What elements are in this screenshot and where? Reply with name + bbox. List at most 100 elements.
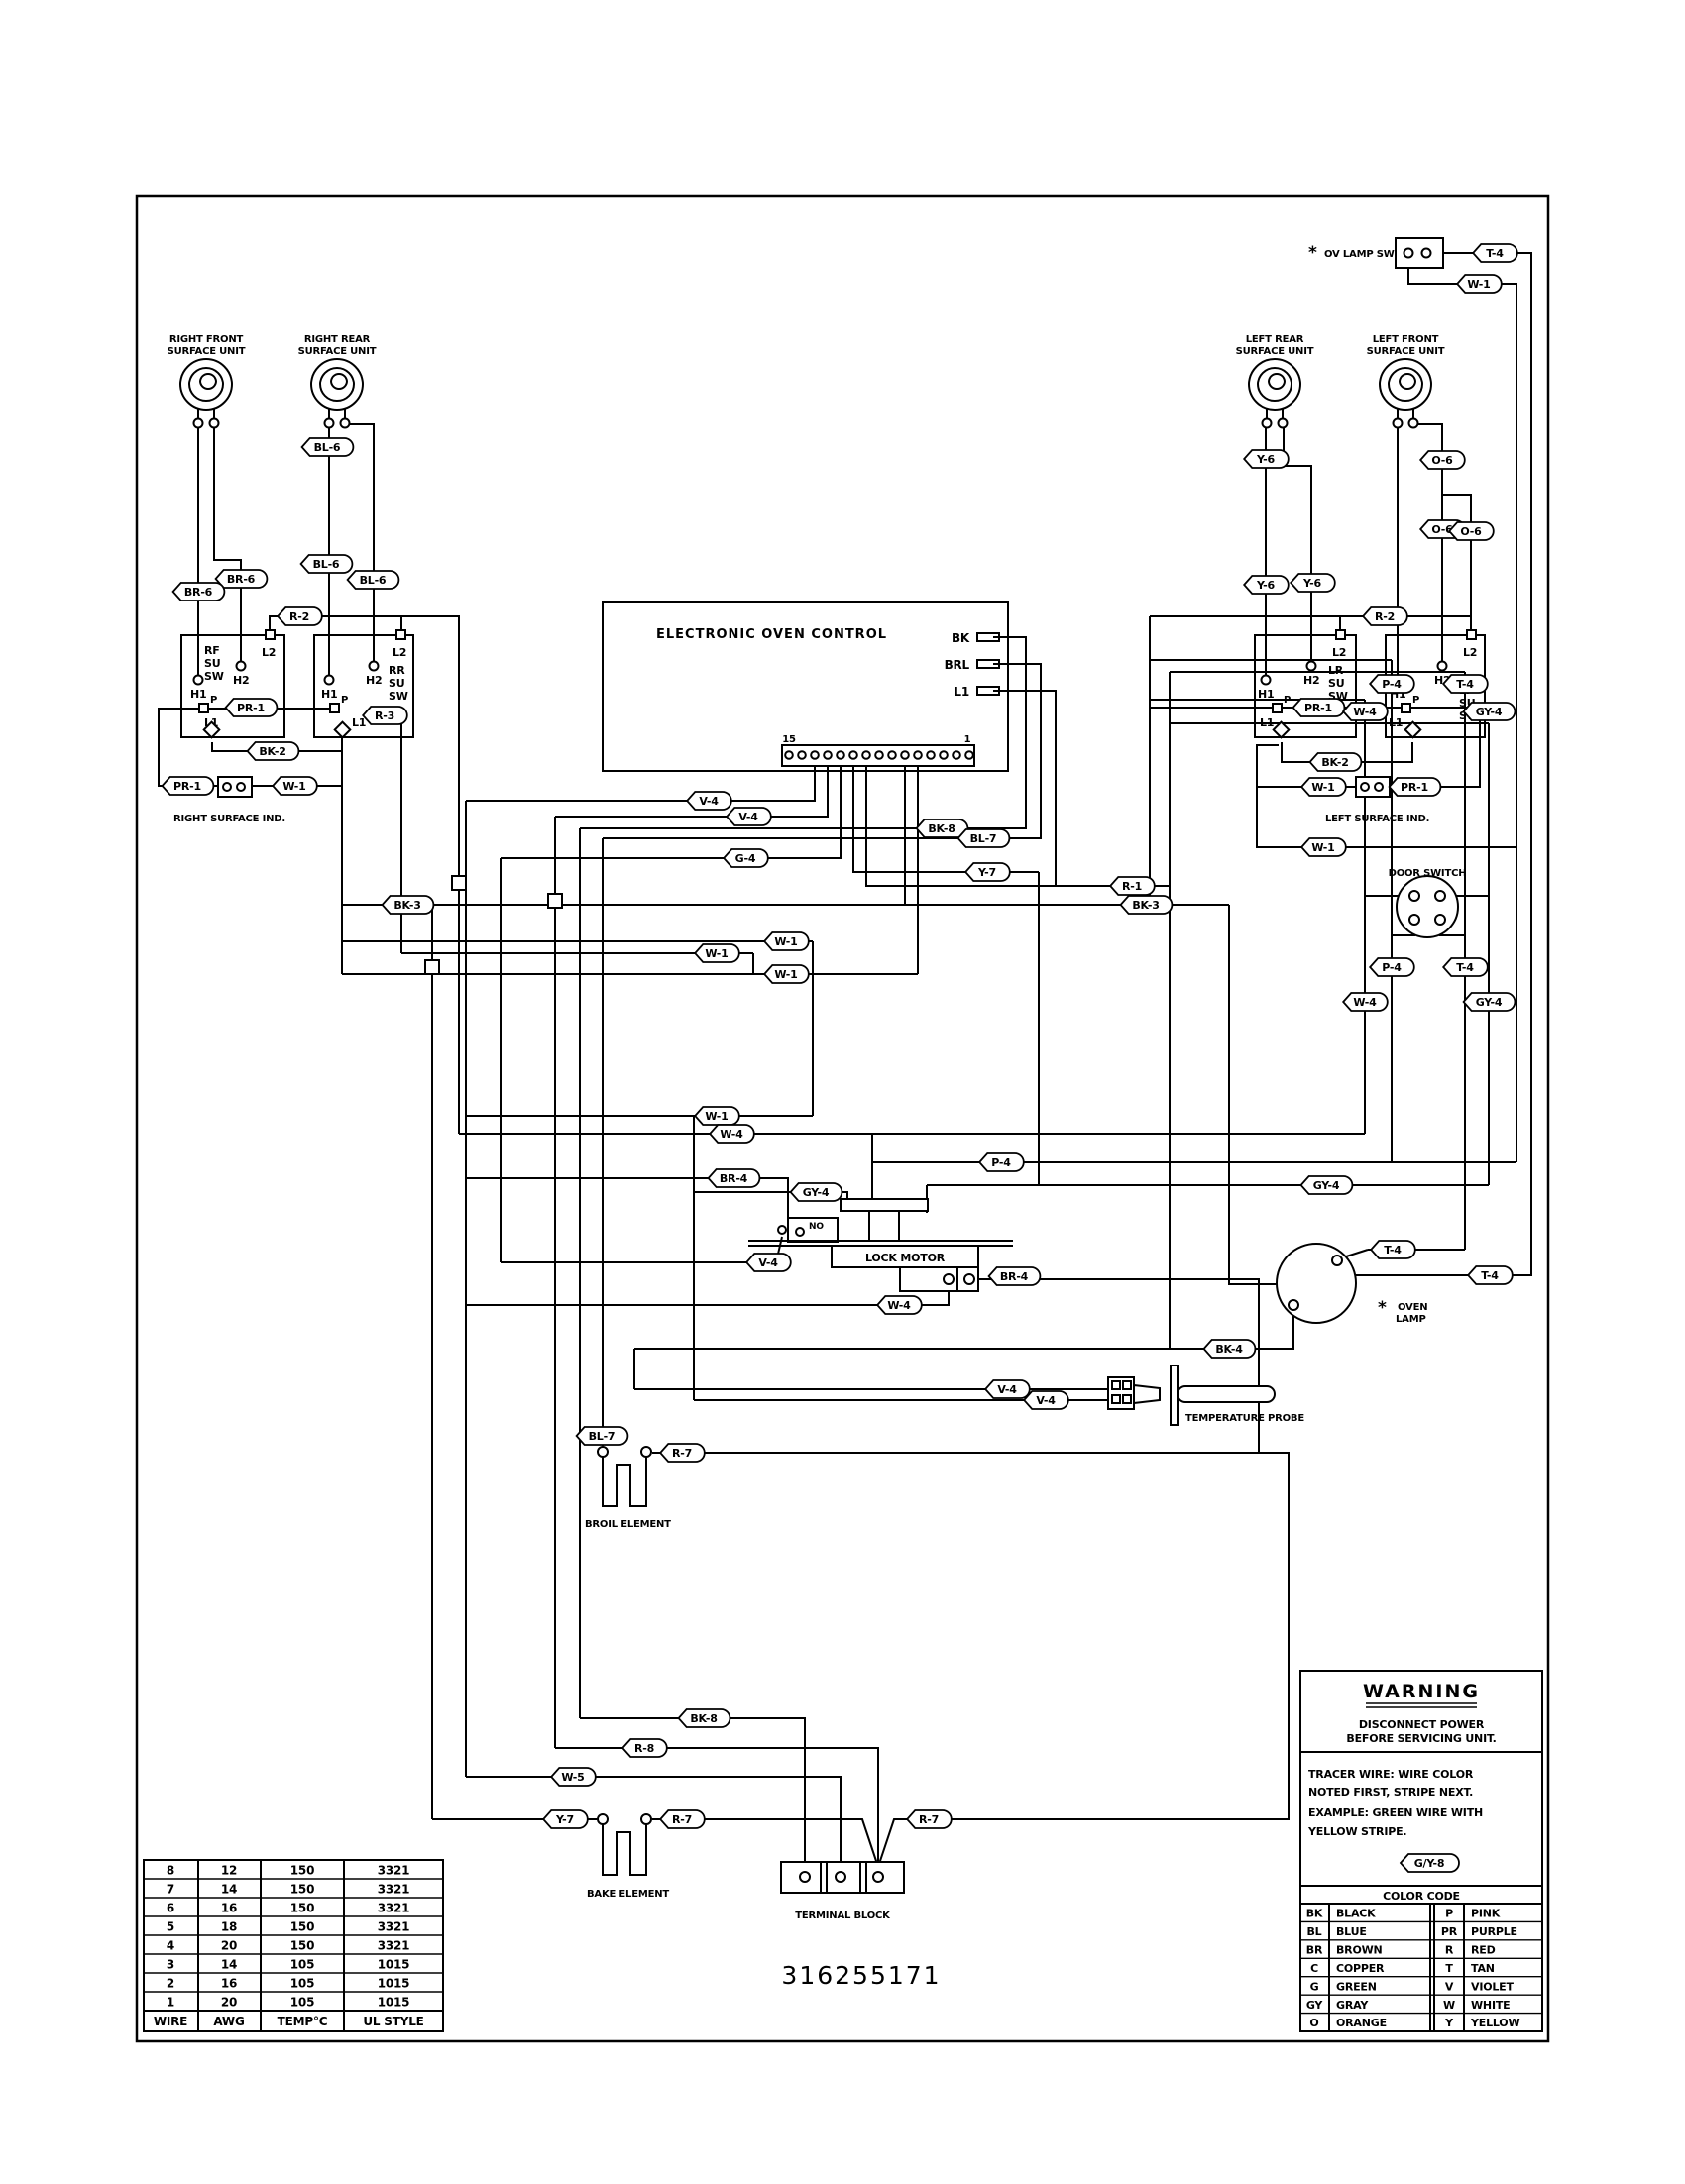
eoc-pin bbox=[939, 750, 949, 760]
svg-text:BL-6: BL-6 bbox=[313, 558, 340, 571]
wire-label-oval bbox=[1341, 702, 1389, 721]
svg-text:GY-4: GY-4 bbox=[803, 1186, 830, 1199]
wire-label-PR-1: PR-1 bbox=[1292, 698, 1346, 717]
wire-label-BL-7: BL-7 bbox=[956, 828, 1011, 848]
coil-terminal bbox=[323, 417, 335, 429]
svg-text:G/Y-8: G/Y-8 bbox=[1414, 1857, 1445, 1870]
terminal-h1 bbox=[192, 674, 204, 686]
wire-label-G/Y-8: G/Y-8 bbox=[1399, 1853, 1460, 1873]
wire-label-W-4: W-4 bbox=[1341, 992, 1389, 1012]
color-code-name: VIOLET bbox=[1471, 1980, 1514, 1993]
wire-table-cell: 150 bbox=[290, 1883, 314, 1897]
terminal-h2 bbox=[235, 660, 247, 672]
surface-unit-label: SURFACE UNIT bbox=[1367, 346, 1445, 357]
wire-table-border bbox=[143, 1859, 444, 2032]
wire-label-oval bbox=[1462, 992, 1516, 1012]
terminal-l1 bbox=[202, 720, 221, 739]
color-code-name: COPPER bbox=[1336, 1962, 1385, 1975]
wire-label-oval bbox=[658, 1809, 706, 1829]
color-code-name: YELLOW bbox=[1470, 2017, 1519, 2029]
wire-label-GY-4: GY-4 bbox=[1299, 1175, 1354, 1195]
coil-terminal bbox=[1277, 417, 1289, 429]
oven-lamp-switch: * OV LAMP SW bbox=[1308, 237, 1444, 269]
wire-label-Y-6: Y-6 bbox=[1242, 449, 1290, 469]
svg-text:O-6: O-6 bbox=[1431, 523, 1453, 536]
svg-text:W-1: W-1 bbox=[282, 780, 305, 793]
wire-table-cell: 3321 bbox=[378, 1920, 410, 1934]
wire-table-cell: 12 bbox=[221, 1864, 237, 1878]
element-terminal bbox=[640, 1813, 652, 1825]
lock-cam bbox=[840, 1198, 929, 1212]
color-code-abbr: W bbox=[1443, 1999, 1455, 2012]
oven-lamp-terminal bbox=[1331, 1255, 1343, 1266]
switch-title: SU bbox=[204, 657, 220, 670]
terminal-label: L2 bbox=[393, 646, 406, 659]
wire-table-cell: 16 bbox=[221, 1902, 237, 1915]
switch-title: LR bbox=[1328, 664, 1344, 677]
terminal-label: H2 bbox=[233, 674, 249, 687]
svg-text:GY-4: GY-4 bbox=[1476, 996, 1503, 1009]
wire-table-cell: 105 bbox=[290, 1958, 314, 1972]
wire-label-oval bbox=[1368, 674, 1415, 694]
wire-label-Y-7: Y-7 bbox=[963, 862, 1011, 882]
wire-label-oval bbox=[707, 1168, 761, 1188]
oven-lamp-label: LAMP bbox=[1396, 1314, 1426, 1325]
color-code-name: BLACK bbox=[1336, 1908, 1376, 1920]
eoc-terminal-lug bbox=[976, 659, 1000, 669]
ov-lamp-sw-body bbox=[1395, 237, 1444, 269]
probe-flange bbox=[1170, 1365, 1179, 1426]
asterisk-icon: * bbox=[1308, 243, 1317, 263]
wire-label-oval bbox=[271, 776, 318, 796]
eoc-pin bbox=[926, 750, 936, 760]
color-code-name: PINK bbox=[1471, 1908, 1501, 1920]
terminal-block-dividers bbox=[820, 1862, 867, 1893]
splice-square bbox=[451, 875, 467, 891]
terminal-l2 bbox=[395, 629, 406, 640]
eoc-terminal-l1: L1 bbox=[954, 685, 969, 699]
surface-unit-label: SURFACE UNIT bbox=[298, 346, 377, 357]
wire-label-oval bbox=[1466, 1265, 1514, 1285]
left-surface-ind-label: LEFT SURFACE IND. bbox=[1325, 814, 1429, 824]
tracer-line: YELLOW STRIPE. bbox=[1307, 1825, 1406, 1838]
tracer-line: NOTED FIRST, STRIPE NEXT. bbox=[1308, 1786, 1473, 1799]
wire-label-oval bbox=[1202, 1339, 1257, 1359]
svg-text:Y-7: Y-7 bbox=[977, 866, 996, 879]
eoc-pin bbox=[913, 750, 923, 760]
warning-border bbox=[1299, 1670, 1543, 2032]
wire-label-oval bbox=[1368, 957, 1415, 977]
coil-terminal bbox=[1407, 417, 1419, 429]
switch-title: RR bbox=[389, 664, 405, 677]
surface-unit-coils bbox=[179, 358, 1432, 429]
wire-label-O-6: O-6 bbox=[1418, 450, 1466, 470]
temperature-probe: TEMPERATURE PROBE bbox=[1107, 1365, 1305, 1426]
terminal-l1 bbox=[1404, 720, 1422, 739]
wire-label-oval bbox=[246, 741, 300, 761]
svg-text:T-4: T-4 bbox=[1384, 1244, 1402, 1256]
svg-text:W-1: W-1 bbox=[774, 968, 797, 981]
rf-surface-switch: RF SU SW L2 H2 H1 P L1 bbox=[180, 629, 285, 739]
color-code-columns bbox=[1328, 1904, 1465, 2031]
wire-label-V-4: V-4 bbox=[725, 807, 772, 826]
terminal-l1 bbox=[1272, 720, 1291, 739]
wire-label-W-4: W-4 bbox=[708, 1124, 755, 1144]
wire-label-oval bbox=[161, 776, 215, 796]
terminal-h2 bbox=[1305, 660, 1317, 672]
svg-text:T-4: T-4 bbox=[1456, 678, 1474, 691]
wire-label-W-1: W-1 bbox=[762, 931, 810, 951]
wire-label-oval bbox=[1289, 573, 1336, 593]
surface-unit-label: SURFACE UNIT bbox=[168, 346, 246, 357]
color-code-abbr: PR bbox=[1441, 1925, 1458, 1938]
wire-label-oval bbox=[549, 1767, 597, 1787]
wire-label-oval bbox=[1242, 575, 1290, 595]
indicator-terminal bbox=[1360, 782, 1370, 792]
lock-switch-contact bbox=[795, 1227, 805, 1237]
wire-table-cell: 150 bbox=[290, 1939, 314, 1953]
wire-label-oval bbox=[300, 437, 355, 457]
wire-label-oval bbox=[171, 582, 226, 601]
wire-table-cell: 5 bbox=[167, 1920, 174, 1934]
wire-label-BK-3: BK-3 bbox=[381, 895, 435, 915]
color-code-name: ORANGE bbox=[1336, 2017, 1387, 2029]
